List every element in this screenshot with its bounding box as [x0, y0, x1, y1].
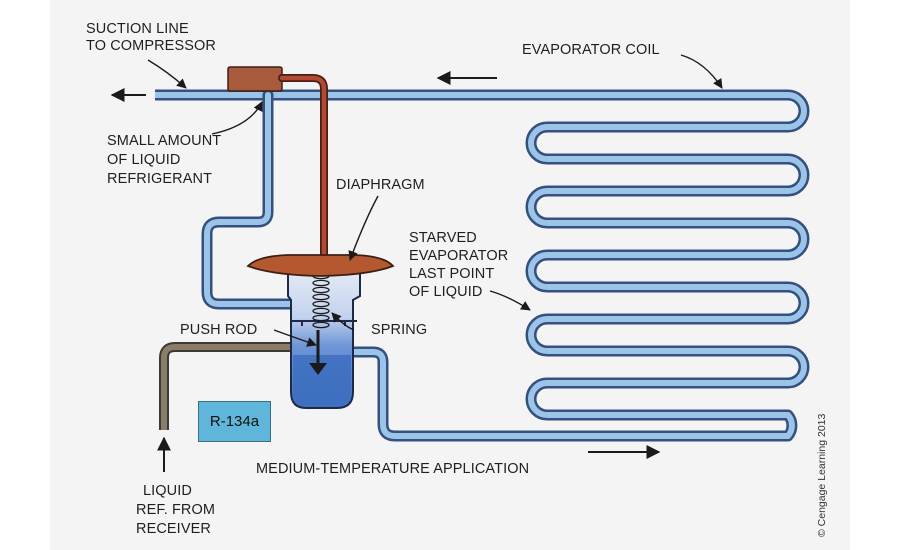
leader-evaporator-coil — [680, 54, 723, 89]
label-starved-4: OF LIQUID — [409, 284, 483, 300]
label-suction-line-2: TO COMPRESSOR — [86, 38, 216, 54]
leader-push-rod — [273, 329, 317, 347]
leader-spring — [331, 312, 355, 331]
label-liquid-2: REF. FROM — [136, 502, 216, 518]
label-liquid-3: RECEIVER — [136, 521, 211, 537]
refrigerant-badge: R-134a — [198, 401, 271, 442]
sensing-bulb — [227, 66, 283, 92]
leader-lines — [147, 54, 723, 347]
label-medium-temp: MEDIUM-TEMPERATURE APPLICATION — [256, 461, 530, 477]
label-suction-line-1: SUCTION LINE — [86, 21, 189, 37]
label-starved-1: STARVED — [409, 230, 477, 246]
label-diaphragm: DIAPHRAGM — [336, 177, 425, 193]
suction-line — [155, 89, 392, 310]
label-small-amount-1: SMALL AMOUNT — [107, 133, 222, 149]
flow-arrows — [110, 71, 661, 472]
label-small-amount-2: OF LIQUID — [107, 152, 181, 168]
push-rod — [309, 330, 327, 375]
capillary-tube — [278, 74, 328, 266]
leader-diaphragm — [348, 195, 379, 261]
label-starved-2: EVAPORATOR — [409, 248, 509, 264]
label-push-rod: PUSH ROD — [180, 322, 258, 338]
label-liquid-1: LIQUID — [143, 483, 192, 499]
label-evaporator-coil: EVAPORATOR COIL — [522, 42, 660, 58]
evaporator-coil — [346, 89, 810, 442]
leader-small-amount — [211, 101, 263, 135]
label-spring: SPRING — [371, 322, 428, 338]
label-small-amount-3: REFRIGERANT — [107, 171, 213, 187]
expansion-valve — [287, 267, 361, 409]
label-starved-3: LAST POINT — [409, 266, 495, 282]
leader-starved — [489, 290, 531, 311]
spring — [312, 272, 330, 329]
leader-suction — [147, 59, 187, 89]
copyright-notice: © Cengage Learning 2013 — [816, 413, 828, 537]
